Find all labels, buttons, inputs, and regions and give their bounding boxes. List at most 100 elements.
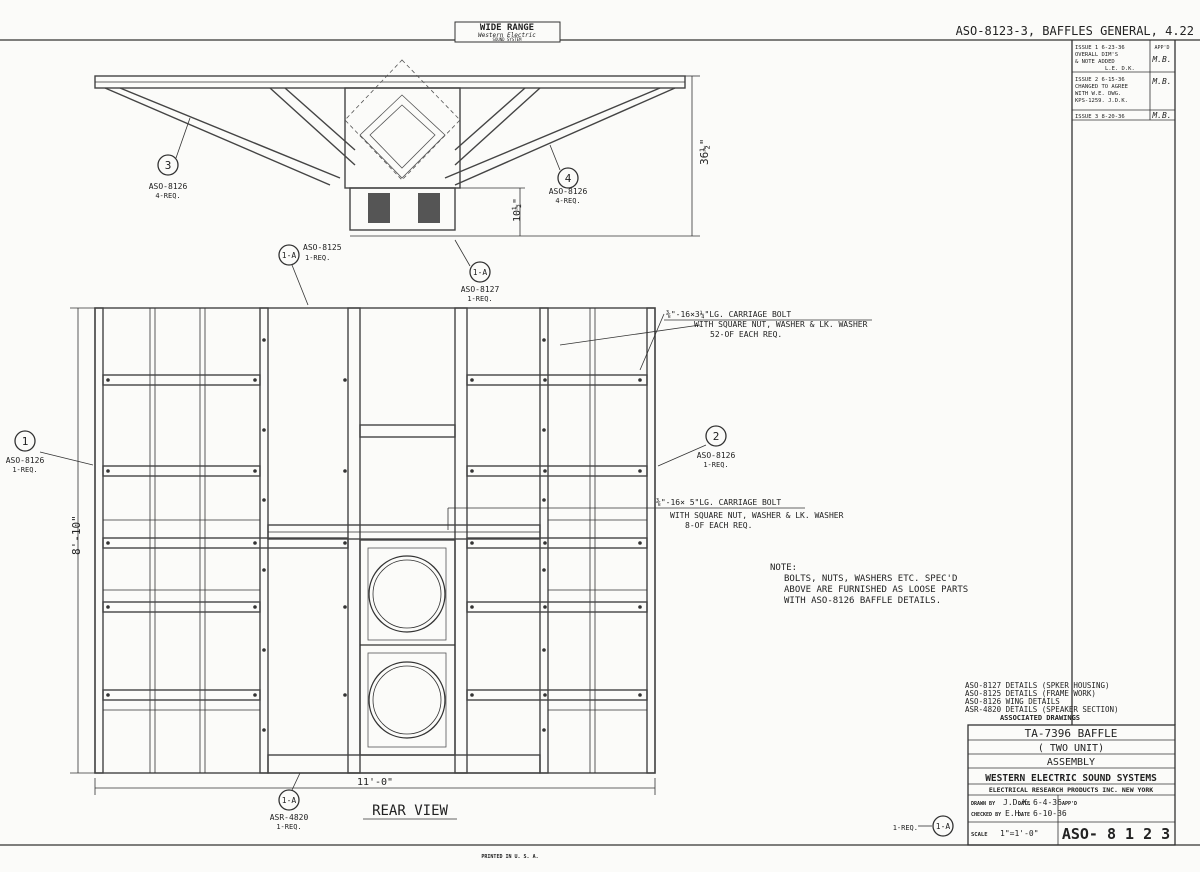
- callout-2: 2 ASO-8126 1-REQ.: [657, 425, 736, 469]
- bolt-marker: [542, 648, 546, 652]
- bolt-marker: [470, 469, 474, 473]
- svg-text:1"=1'-0": 1"=1'-0": [1000, 829, 1039, 838]
- svg-text:6-10-36: 6-10-36: [1033, 809, 1067, 818]
- dim-height-top: 36½": [698, 139, 711, 166]
- bolt-marker: [542, 338, 546, 342]
- bolt-marker: [262, 338, 266, 342]
- rear-view-dimensions: 8'-10" 11'-0": [70, 307, 656, 795]
- callout-1a-framework: 1-A ASO-8125 1-REQ.: [278, 243, 342, 306]
- svg-text:1: 1: [22, 435, 29, 448]
- svg-text:ABOVE ARE FURNISHED AS LOOSE P: ABOVE ARE FURNISHED AS LOOSE PARTS: [784, 585, 968, 595]
- sub-company: ELECTRICAL RESEARCH PRODUCTS INC. NEW YO…: [989, 786, 1153, 794]
- associated-drawings: ASO-8127 DETAILS (SPKER HOUSING) ASO-812…: [965, 681, 1119, 722]
- bolt-note-1: ⅜"-16×3¼"LG. CARRIAGE BOLT WITH SQUARE N…: [559, 310, 872, 371]
- bolt-marker: [343, 541, 347, 545]
- bolt-marker: [262, 428, 266, 432]
- bolt-marker: [343, 605, 347, 609]
- bolt-marker: [343, 469, 347, 473]
- svg-text:ASSOCIATED DRAWINGS: ASSOCIATED DRAWINGS: [1000, 714, 1080, 722]
- issue2-line2: CHANGED TO AGREE: [1075, 84, 1128, 90]
- rear-view-frame: [94, 307, 656, 774]
- bolt-marker: [106, 693, 110, 697]
- bolt-marker: [638, 541, 642, 545]
- callout-1a-speaker-section: 1-A ASR-4820 1-REQ.: [270, 772, 309, 831]
- svg-text:52-OF EACH REQ.: 52-OF EACH REQ.: [710, 330, 782, 339]
- top-plan-view: 36½" 10½": [94, 59, 711, 237]
- svg-text:APP'D: APP'D: [1062, 801, 1077, 807]
- svg-text:SCALE: SCALE: [971, 832, 988, 838]
- svg-text:1-A: 1-A: [473, 268, 488, 277]
- bolt-marker: [253, 541, 257, 545]
- issue3-appd: M.B.: [1151, 111, 1171, 120]
- svg-text:ASR-4820: ASR-4820: [270, 813, 309, 822]
- callout-1a-housing: 1-A ASO-8127 1-REQ.: [454, 239, 499, 303]
- svg-text:4: 4: [565, 172, 572, 185]
- bolt-marker: [542, 728, 546, 732]
- svg-text:8-OF EACH REQ.: 8-OF EACH REQ.: [685, 521, 752, 530]
- bolt-marker: [470, 378, 474, 382]
- svg-text:⅜"-16× 5"LG. CARRIAGE BOLT: ⅜"-16× 5"LG. CARRIAGE BOLT: [656, 498, 781, 507]
- svg-text:CHECKED BY: CHECKED BY: [971, 812, 1001, 818]
- svg-text:3: 3: [165, 159, 172, 172]
- svg-text:ASO-8126: ASO-8126: [549, 187, 588, 196]
- revision-block: APP'D ISSUE 1 6-23-36 OVERALL DIM'S & NO…: [1071, 40, 1176, 725]
- callout-1: 1 ASO-8126 1-REQ.: [6, 430, 94, 474]
- bolt-marker: [262, 568, 266, 572]
- svg-text:⅜"-16×3¼"LG. CARRIAGE BOLT: ⅜"-16×3¼"LG. CARRIAGE BOLT: [666, 310, 791, 319]
- bolt-marker: [106, 469, 110, 473]
- svg-text:ASO-8126: ASO-8126: [6, 456, 45, 465]
- title-line3: ASSEMBLY: [1047, 757, 1095, 768]
- svg-text:2: 2: [713, 430, 720, 443]
- header: WIDE RANGE Western Electric SOUND SYSTEM…: [0, 21, 1200, 43]
- printed-in-usa: PRINTED IN U. S. A.: [481, 854, 538, 860]
- svg-text:NOTE:: NOTE:: [770, 563, 797, 573]
- bolt-marker: [106, 541, 110, 545]
- dim-height-overall: 8'-10": [70, 515, 83, 555]
- svg-text:1-REQ.: 1-REQ.: [467, 295, 492, 303]
- bolt-note-2: ⅜"-16× 5"LG. CARRIAGE BOLT WITH SQUARE N…: [447, 498, 844, 530]
- bolt-marker: [470, 693, 474, 697]
- issue2-appd: M.B.: [1151, 77, 1171, 86]
- bolt-marker: [543, 469, 547, 473]
- title-block: TA-7396 BAFFLE ( TWO UNIT) ASSEMBLY WEST…: [967, 724, 1176, 846]
- svg-text:1-REQ.: 1-REQ.: [893, 824, 918, 832]
- logo-line2: Western Electric: [478, 32, 536, 39]
- svg-text:4-REQ.: 4-REQ.: [555, 197, 580, 205]
- bolt-marker: [262, 498, 266, 502]
- bolt-marker: [106, 605, 110, 609]
- svg-text:ASO-8126 WING DETAILS: ASO-8126 WING DETAILS: [965, 697, 1060, 706]
- svg-text:ASO-8127 DETAILS (SPKER HOUSI: ASO-8127 DETAILS (SPKER HOUSING): [965, 681, 1110, 690]
- issue2-line3: WITH W.E. DWG.: [1075, 91, 1121, 97]
- svg-text:6-4-36: 6-4-36: [1033, 798, 1062, 807]
- sheet-title: ASO-8123-3, BAFFLES GENERAL, 4.22: [956, 24, 1194, 38]
- svg-text:1-REQ.: 1-REQ.: [276, 823, 301, 831]
- issue1-line3: & NOTE ADDED: [1075, 59, 1115, 65]
- bolt-marker: [253, 469, 257, 473]
- logo-line1: WIDE RANGE: [480, 23, 534, 33]
- svg-text:1-A: 1-A: [936, 822, 951, 831]
- issue1-line1: ISSUE 1 6-23-36: [1075, 45, 1125, 51]
- svg-text:ASR-4820 DETAILS (SPEAKER SEC: ASR-4820 DETAILS (SPEAKER SECTION): [965, 705, 1119, 714]
- bolt-marker: [253, 378, 257, 382]
- drawing-number: ASO- 8 1 2 3: [1062, 825, 1170, 843]
- bolt-marker: [343, 693, 347, 697]
- bolt-marker: [543, 541, 547, 545]
- svg-text:ASO-8126: ASO-8126: [697, 451, 736, 460]
- svg-text:1-A: 1-A: [282, 251, 297, 260]
- svg-text:1-A: 1-A: [282, 796, 297, 805]
- company-name: WESTERN ELECTRIC SOUND SYSTEMS: [985, 773, 1157, 784]
- bolt-marker: [470, 605, 474, 609]
- issue1-line4: L.E. D.K.: [1105, 66, 1135, 72]
- callout-4: 4 ASO-8126 4-REQ.: [549, 144, 588, 205]
- general-note: NOTE: BOLTS, NUTS, WASHERS ETC. SPEC'D A…: [770, 563, 968, 606]
- bolt-marker: [542, 428, 546, 432]
- logo-line3: SOUND SYSTEM: [493, 37, 522, 42]
- bolt-marker: [543, 693, 547, 697]
- bolt-marker: [638, 469, 642, 473]
- dim-height-small: 10½": [511, 198, 523, 222]
- bolt-marker: [543, 605, 547, 609]
- bolt-marker: [638, 693, 642, 697]
- bolt-marker: [262, 728, 266, 732]
- rear-view-label: REAR VIEW: [372, 803, 448, 819]
